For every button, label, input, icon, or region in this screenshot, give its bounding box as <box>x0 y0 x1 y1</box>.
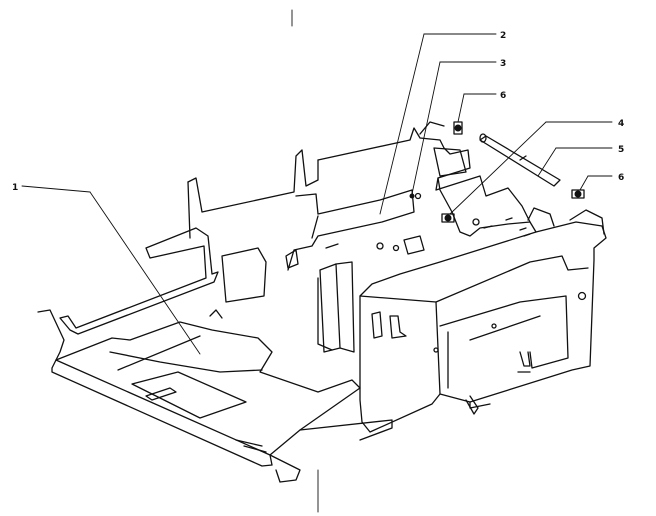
screw-small <box>409 193 415 199</box>
screw-frame <box>441 213 455 223</box>
leader-line-4b <box>449 121 547 215</box>
leader-line-1 <box>21 185 91 193</box>
small-bracket <box>419 121 467 177</box>
leader-line-5b <box>537 147 557 177</box>
screw-right <box>571 189 585 199</box>
callout-3: 3 <box>500 59 506 69</box>
main-frame <box>59 127 607 433</box>
callout-6-right: 6 <box>618 173 624 183</box>
base-tray <box>37 309 393 483</box>
callout-6-top: 6 <box>500 91 506 101</box>
leader-line-6bb <box>579 175 589 191</box>
callout-1: 1 <box>12 183 18 193</box>
leader-line-1b <box>89 191 201 355</box>
leader-line-6ab <box>457 93 465 123</box>
shaft <box>479 133 561 187</box>
callout-5: 5 <box>618 145 624 155</box>
callout-2: 2 <box>500 31 506 41</box>
leader-line-3b <box>411 61 441 195</box>
callout-4: 4 <box>618 119 624 129</box>
screw-top <box>453 121 463 135</box>
leader-line-2b <box>379 33 425 215</box>
